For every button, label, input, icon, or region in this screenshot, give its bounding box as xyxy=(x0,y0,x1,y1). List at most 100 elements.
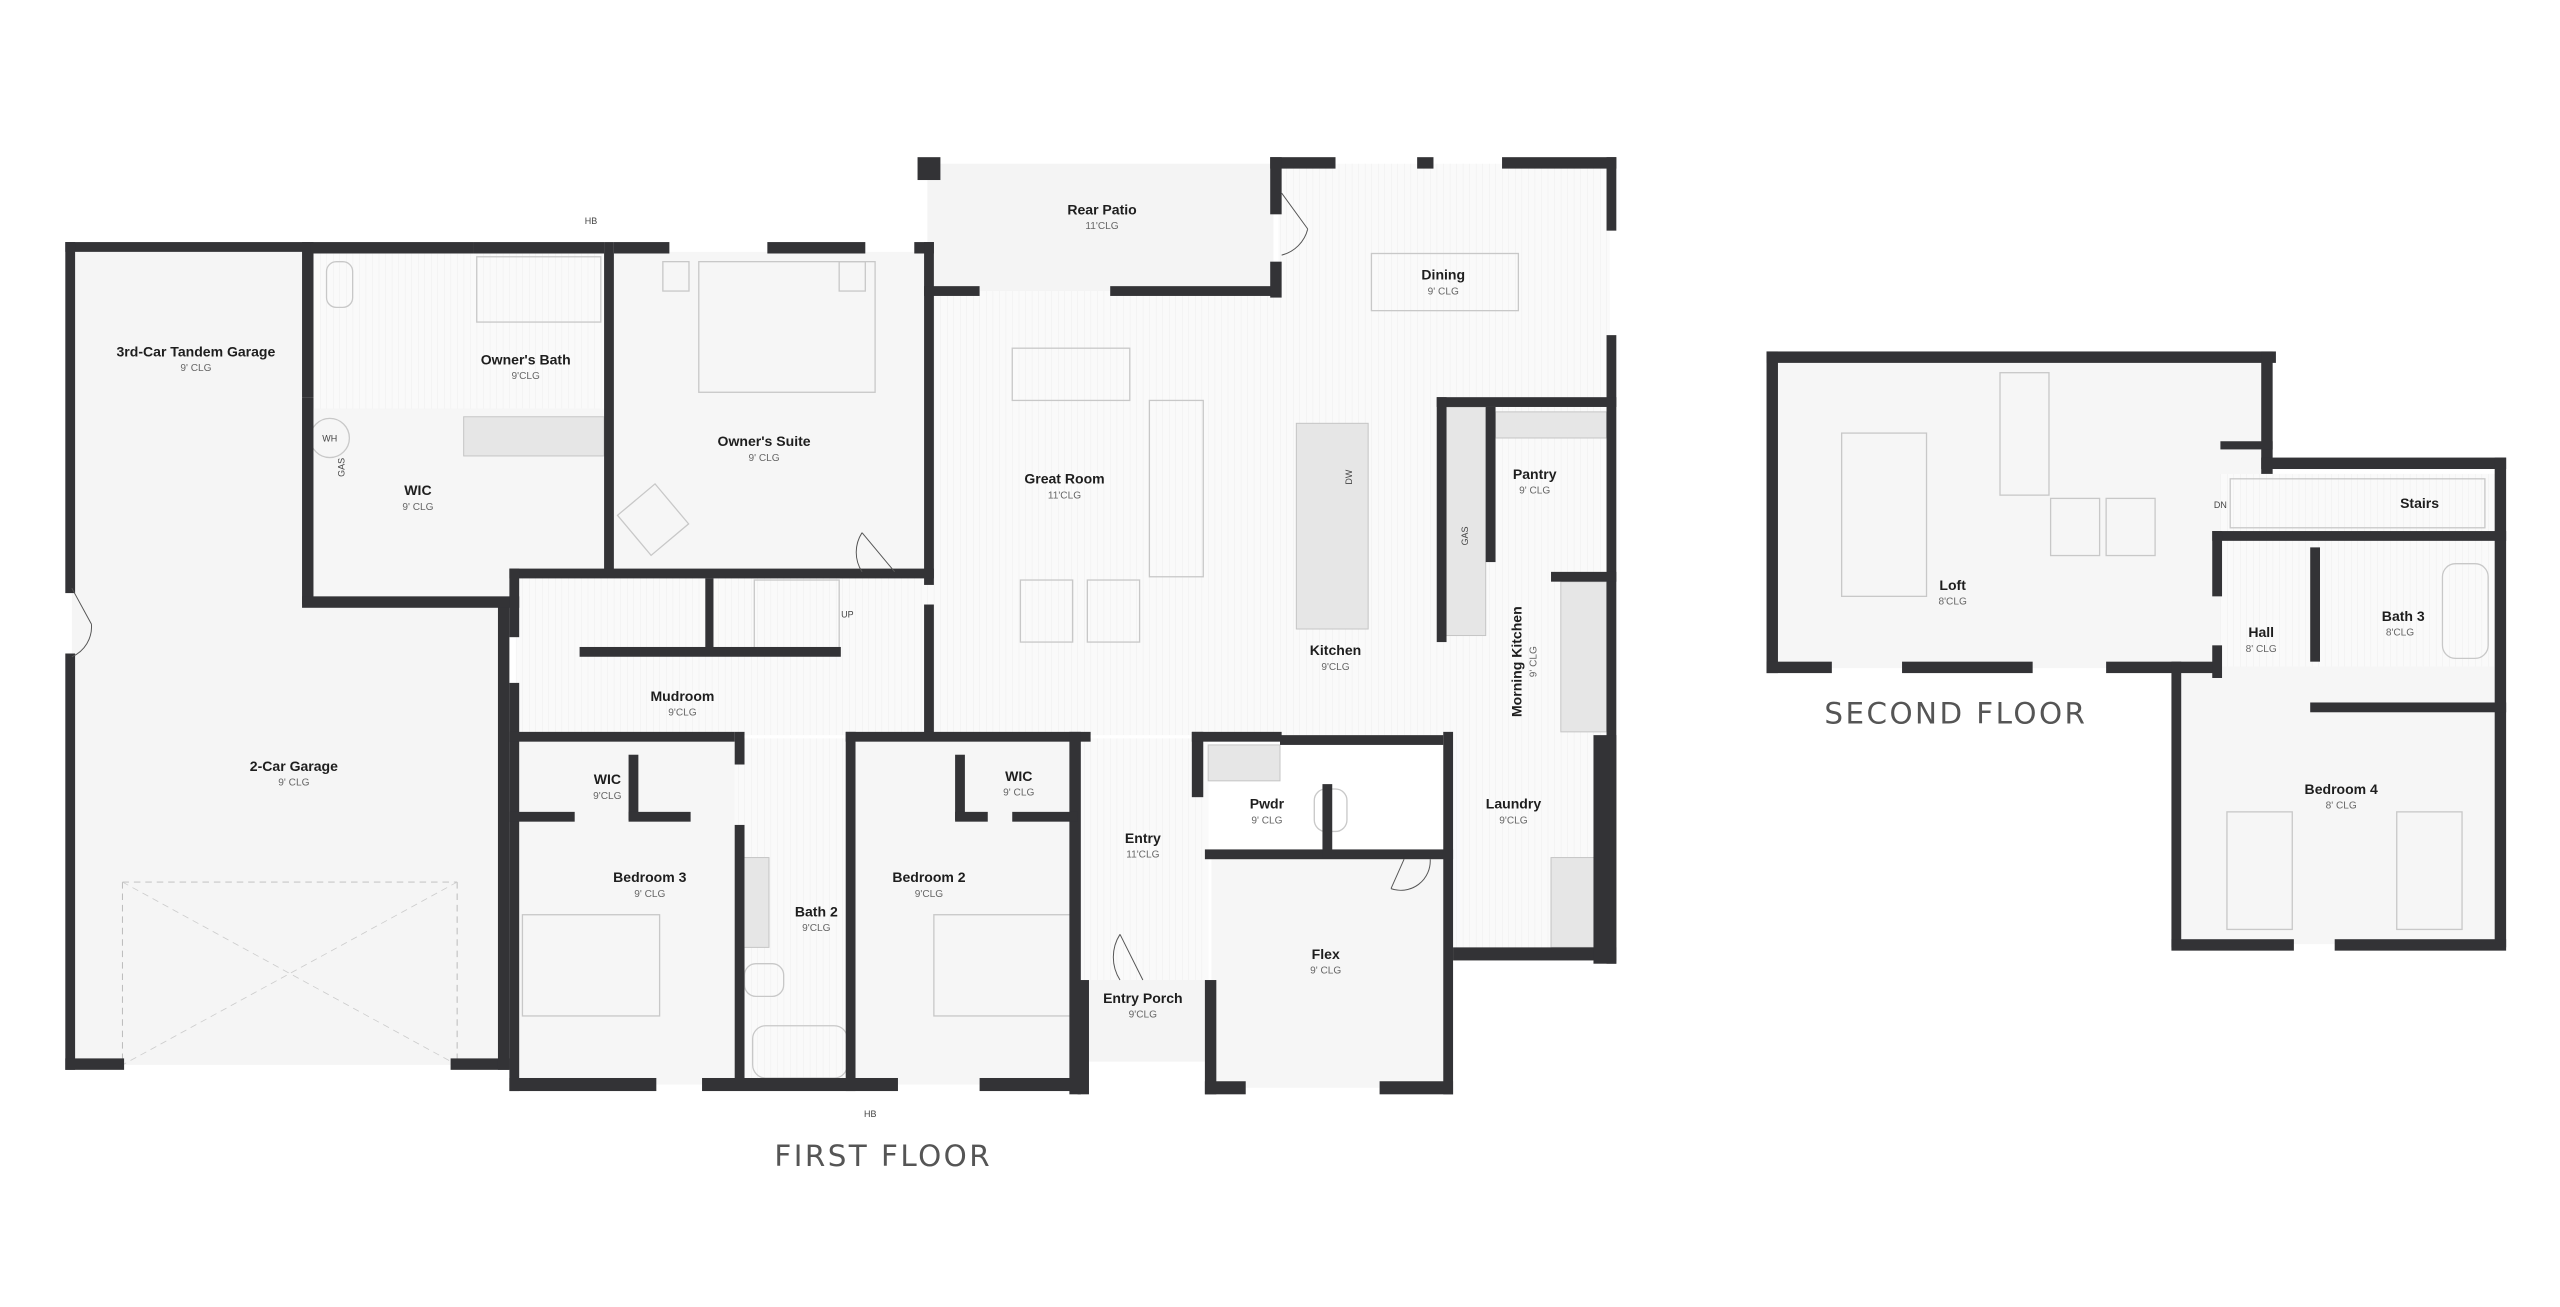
armchair xyxy=(2105,497,2156,557)
pwdr-sink xyxy=(1207,744,1281,782)
wall xyxy=(702,1077,898,1092)
room-name: Bedroom 4 xyxy=(2305,781,2378,797)
walls xyxy=(65,157,2507,1095)
room-name: Bath 2 xyxy=(795,903,838,919)
room-name: Mudroom xyxy=(650,688,714,704)
door-swing xyxy=(855,532,896,573)
ceiling-height: 9'CLG xyxy=(512,371,540,382)
wall xyxy=(1766,351,1778,674)
room-labels-second-floor: Loft 8'CLG Stairs DN Hall 8' CLG Bath 3 … xyxy=(1824,495,2439,811)
wall xyxy=(2494,539,2507,948)
armchair xyxy=(1019,579,1074,643)
wall xyxy=(65,242,76,594)
ceiling-height: 9'CLG xyxy=(1321,662,1349,673)
room-name: Hall xyxy=(2248,624,2274,640)
garage-door-outline xyxy=(122,881,458,1066)
wall xyxy=(509,568,520,638)
room-name: WIC xyxy=(1005,768,1032,784)
wall xyxy=(1204,980,1217,1095)
entry-floor xyxy=(1077,738,1209,984)
water-heater-label: WH xyxy=(322,433,337,443)
ceiling-height: 9' CLG xyxy=(749,453,780,464)
room-name: WIC xyxy=(404,482,431,498)
room-name: Flex xyxy=(1312,946,1340,962)
wall xyxy=(65,1058,125,1070)
ceiling-height: 9' CLG xyxy=(1428,286,1459,297)
wall xyxy=(924,604,934,736)
ceiling-height: 9'CLG xyxy=(668,708,696,719)
porch-floor xyxy=(1084,980,1212,1062)
wall xyxy=(955,811,988,822)
wall xyxy=(1012,811,1078,822)
wall xyxy=(767,242,866,254)
wall xyxy=(1110,286,1274,296)
ceiling-height: 9' CLG xyxy=(1519,486,1550,497)
ceiling-height: 9' CLG xyxy=(1251,815,1282,826)
wall xyxy=(1270,157,1336,169)
room-name: Rear Patio xyxy=(1067,201,1137,217)
hose-bib-label: HB xyxy=(864,1109,876,1119)
wall xyxy=(65,653,76,1070)
ceiling-height: 9' CLG xyxy=(1310,965,1341,976)
sofa xyxy=(1011,347,1131,402)
wall xyxy=(1453,947,1617,961)
room-name: Morning Kitchen xyxy=(1509,606,1525,717)
room-name: Dining xyxy=(1421,267,1465,283)
wall xyxy=(979,1077,1078,1092)
wall xyxy=(65,242,311,252)
wall xyxy=(924,242,934,585)
bed-owners xyxy=(698,261,876,393)
ceiling-height: 9'CLG xyxy=(1129,1010,1157,1021)
doors xyxy=(71,192,1431,981)
bath2-vanity xyxy=(742,857,770,948)
wall xyxy=(509,568,934,579)
wall xyxy=(302,242,314,398)
furniture xyxy=(121,252,2489,1079)
room-name: Loft xyxy=(1939,577,1966,593)
wall xyxy=(579,646,841,657)
wall xyxy=(955,754,965,821)
pantry-shelf xyxy=(1495,411,1608,439)
vanity xyxy=(463,416,605,457)
bedroom2-floor xyxy=(855,738,1078,1085)
sofa xyxy=(1148,399,1204,578)
wall xyxy=(1270,157,1282,215)
wall xyxy=(2212,645,2223,678)
bed-bedroom4 xyxy=(2396,811,2463,931)
room-labels-first-floor: 3rd-Car Tandem Garage 9' CLG 2-Car Garag… xyxy=(117,201,1557,1173)
ceiling-height: 11'CLG xyxy=(1085,221,1118,232)
ceiling-height: 9'CLG xyxy=(593,791,621,802)
room-name: WIC xyxy=(594,771,621,787)
wall xyxy=(473,242,605,254)
room-name: Bedroom 3 xyxy=(613,869,686,885)
wall xyxy=(845,731,856,1092)
kitchen-island xyxy=(1295,422,1369,630)
floor-fills xyxy=(71,163,2502,1088)
ceiling-height: 9'CLG xyxy=(802,923,830,934)
room-name: 2-Car Garage xyxy=(250,758,338,774)
room-name: Pantry xyxy=(1513,466,1557,482)
wall xyxy=(1204,1081,1246,1095)
patio-floor xyxy=(927,163,1274,292)
wall xyxy=(2212,531,2507,541)
room-name: 3rd-Car Tandem Garage xyxy=(117,343,276,359)
hose-bib-label: HB xyxy=(585,216,597,226)
wall xyxy=(509,731,735,742)
ceiling-height: 11'CLG xyxy=(1126,850,1159,861)
armchair xyxy=(2049,497,2101,557)
wall xyxy=(1902,661,2033,674)
room-name: Owner's Bath xyxy=(481,352,571,368)
wall xyxy=(1077,980,1089,1095)
room-name: Laundry xyxy=(1486,796,1542,812)
wall xyxy=(604,242,614,577)
wall xyxy=(1766,661,1832,674)
wall xyxy=(924,286,980,296)
room-name: Bath 3 xyxy=(2382,608,2425,624)
ceiling-height: 9' CLG xyxy=(634,889,665,900)
ceiling-height: 9'CLG xyxy=(915,889,943,900)
gas-label: GAS xyxy=(336,458,346,477)
wall xyxy=(1280,735,1444,745)
shower xyxy=(476,256,602,323)
room-name: Entry xyxy=(1125,830,1161,846)
wall xyxy=(1443,731,1454,1095)
